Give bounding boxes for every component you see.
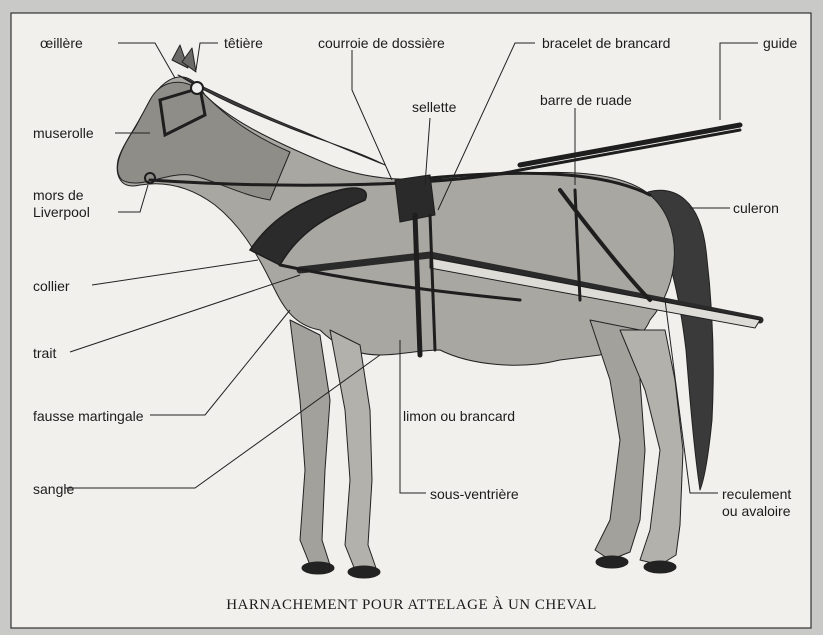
label-mors-liverpool-line1: mors de xyxy=(33,187,84,203)
figure-caption: HARNACHEMENT POUR ATTELAGE À UN CHEVAL xyxy=(0,597,823,614)
hoof xyxy=(644,561,676,573)
label-fausse-martingale: fausse martingale xyxy=(33,408,144,424)
label-sous-ventriere: sous-ventrière xyxy=(430,486,519,502)
label-guide: guide xyxy=(763,35,797,51)
label-tetiere: têtière xyxy=(224,35,263,51)
label-reculement-line1: reculement xyxy=(722,486,791,502)
label-trait: trait xyxy=(33,345,56,361)
label-barre-ruade: barre de ruade xyxy=(540,92,632,108)
hoof xyxy=(348,566,380,578)
label-culeron: culeron xyxy=(733,200,779,216)
label-mors-liverpool-line2: Liverpool xyxy=(33,204,90,220)
label-courroie-dossiere: courroie de dossière xyxy=(318,35,445,51)
label-bracelet-brancard: bracelet de brancard xyxy=(542,35,670,51)
label-oeillere: œillère xyxy=(40,35,83,51)
hoof xyxy=(302,562,334,574)
label-limon-brancard: limon ou brancard xyxy=(403,408,515,424)
label-sangle: sangle xyxy=(33,481,74,497)
label-muserolle: muserolle xyxy=(33,125,94,141)
label-sellette: sellette xyxy=(412,99,456,115)
label-collier: collier xyxy=(33,278,70,294)
bridle-rosette xyxy=(191,82,203,94)
label-reculement-line2: ou avaloire xyxy=(722,503,791,519)
hoof xyxy=(596,556,628,568)
